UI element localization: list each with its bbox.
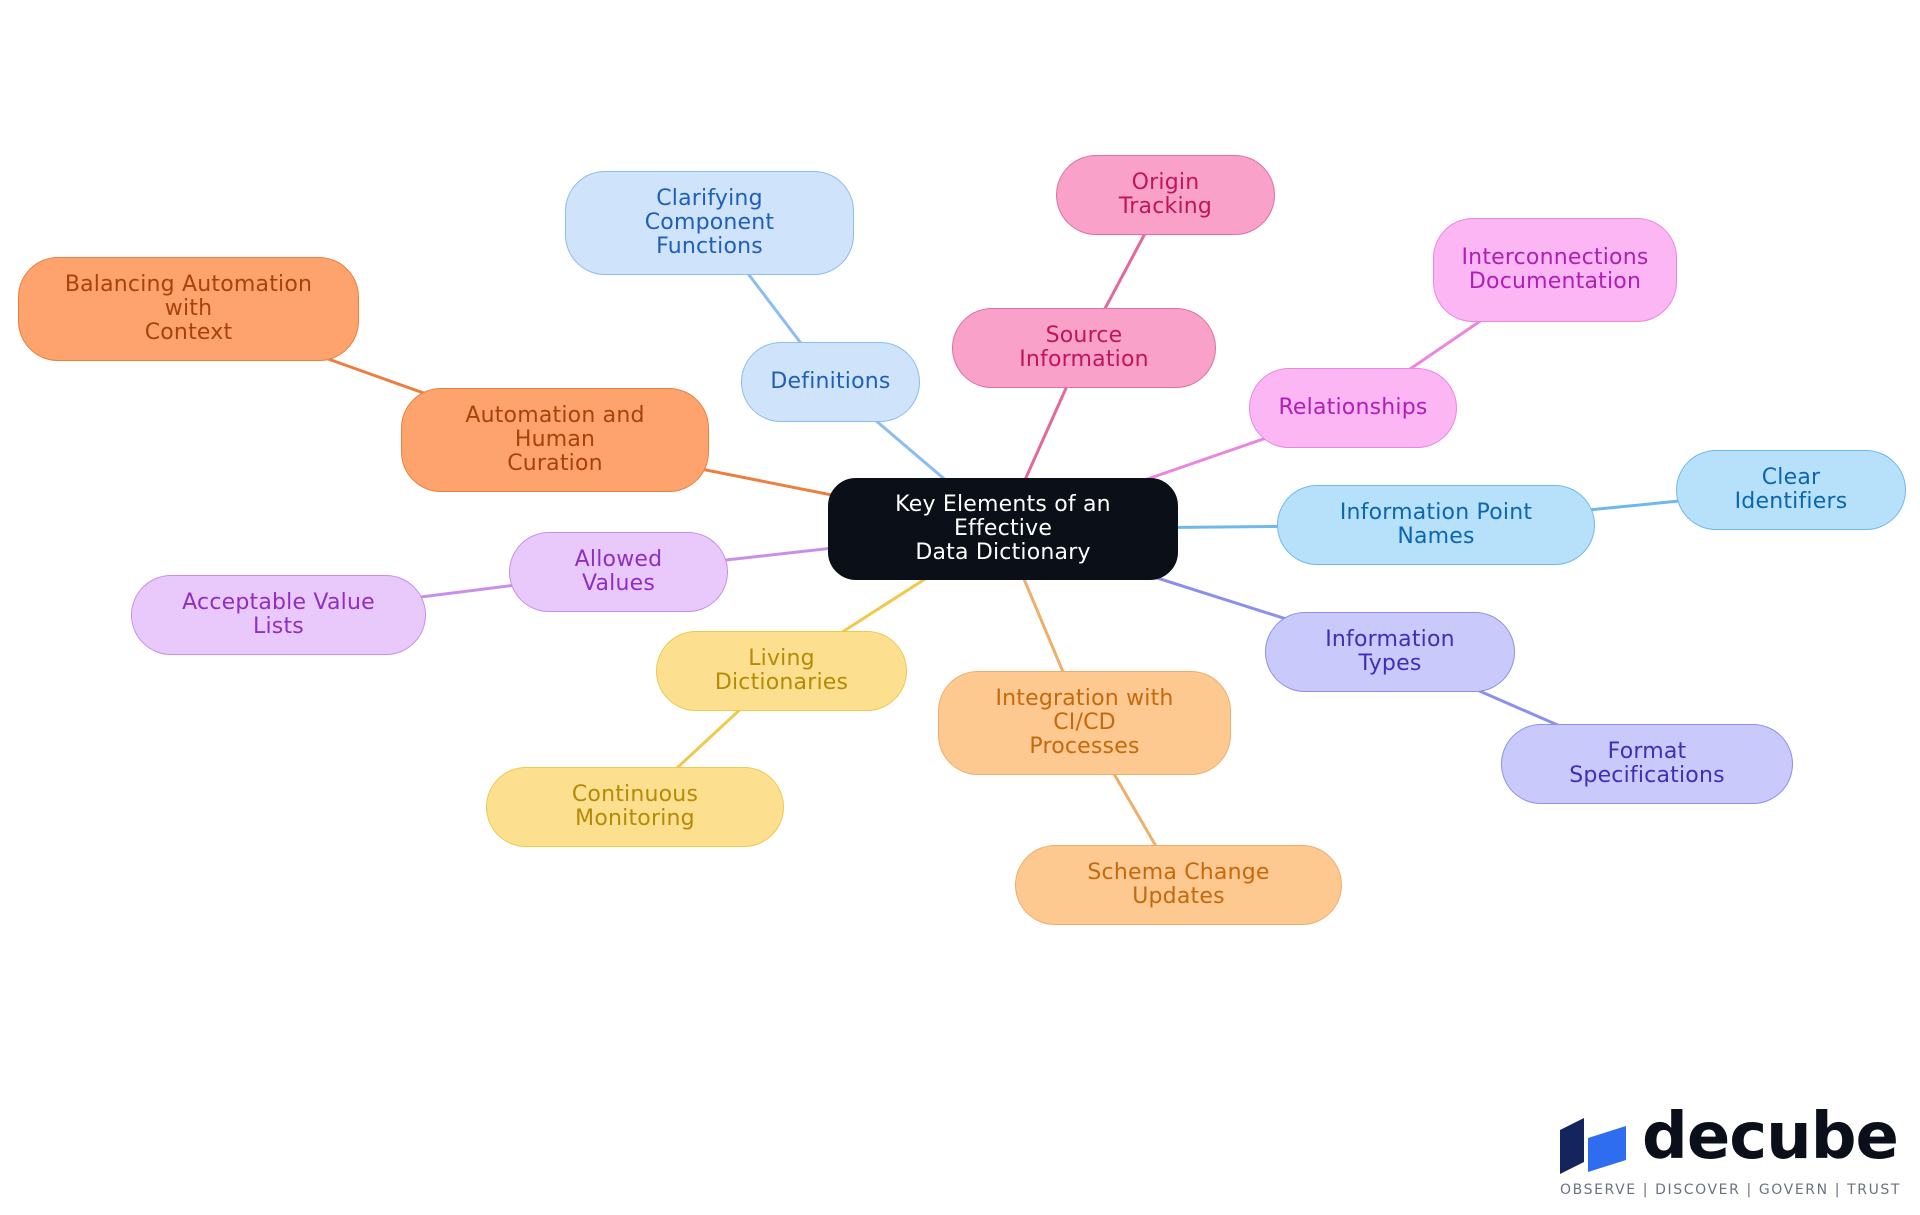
- node-schema-change-updates: Schema Change Updates: [1015, 845, 1342, 925]
- node-format-specifications: Format Specifications: [1501, 724, 1793, 804]
- node-allowed-values: Allowed Values: [509, 532, 728, 612]
- decube-cube-icon: [1560, 1118, 1626, 1174]
- node-living-dictionaries: Living Dictionaries: [656, 631, 907, 711]
- root-node: Key Elements of an Effective Data Dictio…: [828, 478, 1178, 580]
- brand-tagline: OBSERVE | DISCOVER | GOVERN | TRUST: [1560, 1182, 1902, 1198]
- node-interconnections-documentation: Interconnections Documentation: [1433, 218, 1677, 322]
- node-clarifying-component-functions: Clarifying Component Functions: [565, 171, 854, 275]
- node-integration-with-ci-cd-processes: Integration with CI/CD Processes: [938, 671, 1231, 775]
- node-continuous-monitoring: Continuous Monitoring: [486, 767, 784, 847]
- node-automation-and-human-curation: Automation and Human Curation: [401, 388, 709, 492]
- node-clear-identifiers: Clear Identifiers: [1676, 450, 1906, 530]
- node-balancing-automation-with-context: Balancing Automation with Context: [18, 257, 359, 361]
- node-information-types: Information Types: [1265, 612, 1515, 692]
- brand-name: decube: [1642, 1100, 1899, 1174]
- node-definitions: Definitions: [741, 342, 920, 422]
- node-information-point-names: Information Point Names: [1277, 485, 1595, 565]
- node-acceptable-value-lists: Acceptable Value Lists: [131, 575, 426, 655]
- node-origin-tracking: Origin Tracking: [1056, 155, 1275, 235]
- node-relationships: Relationships: [1249, 368, 1457, 448]
- decube-logo: decube OBSERVE | DISCOVER | GOVERN | TRU…: [1558, 1100, 1899, 1200]
- node-source-information: Source Information: [952, 308, 1216, 388]
